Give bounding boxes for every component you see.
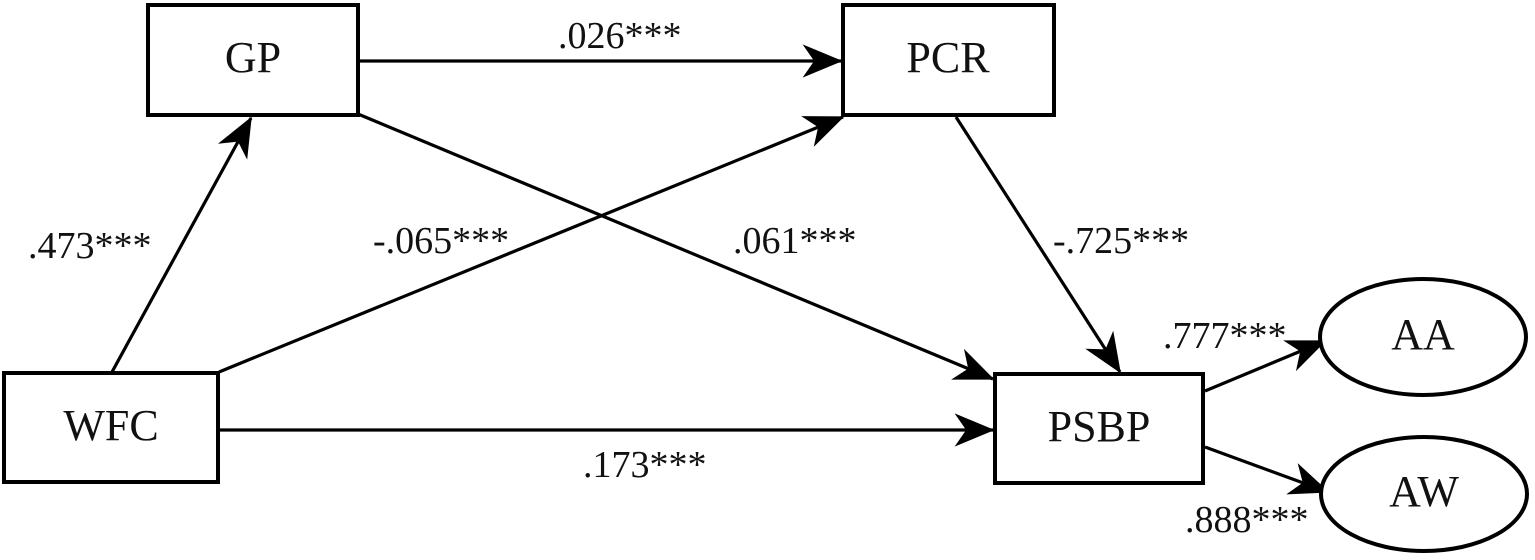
node-pcr-label: PCR [906,33,990,82]
edge-label-gp-psbp: -.065*** [373,220,509,262]
node-aw[interactable]: AW [1319,435,1529,553]
edge-psbp-aa [1204,339,1327,393]
node-gp[interactable]: GP [146,3,360,117]
edge-label-gp-pcr: .026*** [558,15,682,57]
edge-pcr-psbp [954,116,1122,374]
node-aw-label: AW [1389,467,1459,516]
edge-label-pcr-psbp: -.725*** [1053,220,1189,262]
edge-wfc-gp [110,116,253,373]
edge-label-wfc-gp: .473*** [28,225,152,267]
edges-layer [110,44,1330,495]
edge-labels-layer: .026*** .473*** -.065*** .061*** -.725**… [28,15,1309,541]
edge-label-psbp-aa: .777*** [1163,315,1287,357]
node-wfc-label: WFC [63,401,158,450]
node-gp-label: GP [225,33,281,82]
edge-psbp-aw [1204,445,1330,495]
edge-label-wfc-pcr: .061*** [733,220,857,262]
edge-label-wfc-psbp: .173*** [583,444,707,486]
edge-wfc-pcr [218,115,845,374]
nodes-layer: GP PCR WFC PSBP AA AW [2,3,1529,553]
node-aa[interactable]: AA [1318,277,1528,397]
node-wfc[interactable]: WFC [2,371,220,484]
node-pcr[interactable]: PCR [841,3,1056,117]
node-psbp-label: PSBP [1048,402,1151,451]
node-psbp[interactable]: PSBP [993,372,1205,485]
edge-label-psbp-aw: .888*** [1185,499,1309,541]
edge-gp-psbp [357,112,995,381]
node-aa-label: AA [1391,310,1455,359]
